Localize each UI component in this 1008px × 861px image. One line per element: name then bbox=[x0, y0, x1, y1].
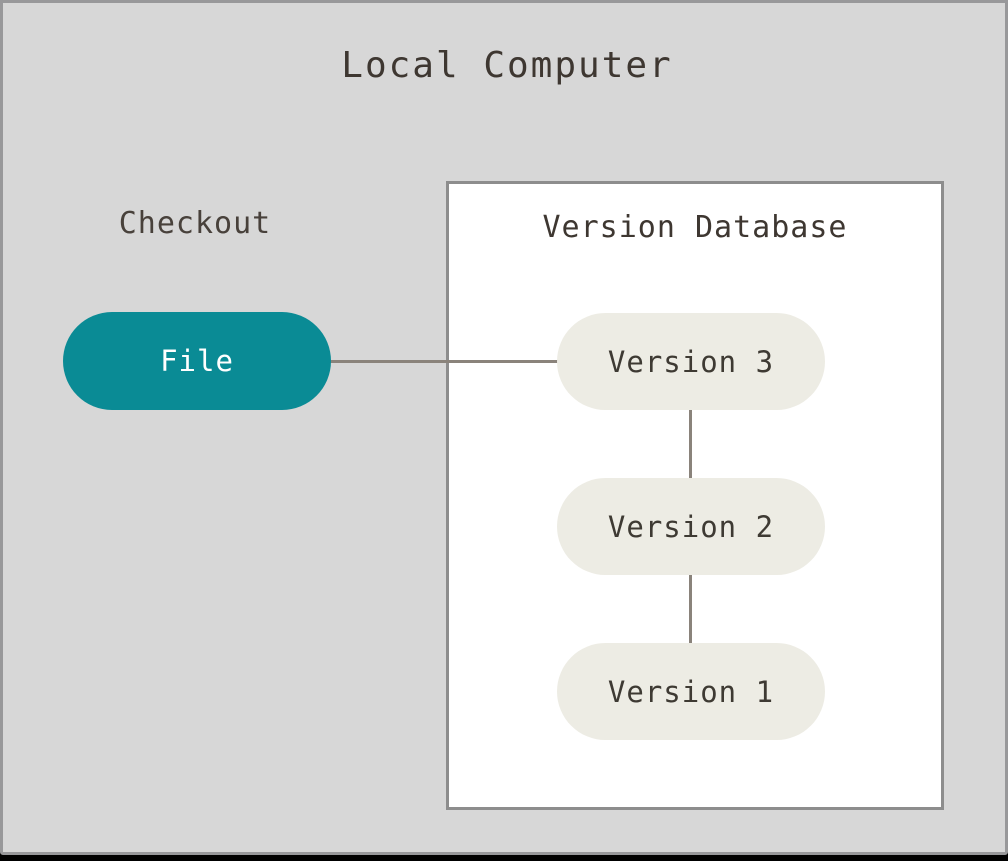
version-1-label: Version 1 bbox=[607, 674, 775, 709]
version-3-label: Version 3 bbox=[607, 344, 775, 379]
connector-version2-to-version1 bbox=[689, 574, 692, 643]
file-node: File bbox=[63, 312, 331, 410]
version-3-node: Version 3 bbox=[557, 313, 825, 410]
file-node-label: File bbox=[160, 344, 234, 378]
version-1-node: Version 1 bbox=[557, 643, 825, 740]
connector-file-to-version3 bbox=[330, 360, 558, 363]
connector-version3-to-version2 bbox=[689, 409, 692, 478]
version-2-node: Version 2 bbox=[557, 478, 825, 575]
diagram-title: Local Computer bbox=[341, 45, 673, 86]
window-bottom-edge bbox=[0, 855, 1008, 861]
version-2-label: Version 2 bbox=[607, 509, 775, 544]
checkout-label: Checkout bbox=[118, 206, 272, 241]
version-database-title: Version Database bbox=[542, 210, 848, 245]
